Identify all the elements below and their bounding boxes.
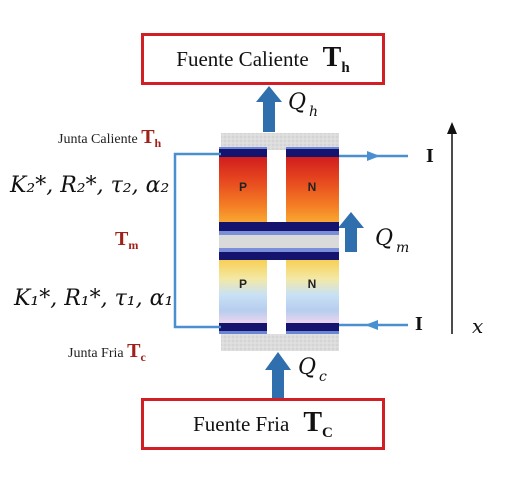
cold-junction-temp: Tc <box>127 340 146 364</box>
heat-flow-middle-arrow <box>338 212 364 252</box>
cold-source-box: Fuente Fria TC <box>141 398 385 450</box>
hot-junction-temp: Th <box>141 126 162 150</box>
cold-source-symbol: TC <box>303 406 333 441</box>
x-axis-arrow <box>447 122 457 334</box>
heat-flow-hot-arrow <box>256 86 282 132</box>
upper-n-label: N <box>307 180 317 194</box>
current-in-label: I <box>415 313 423 335</box>
heat-flow-cold-arrow <box>265 352 291 398</box>
lower-n-leg <box>286 260 339 323</box>
upper-n-leg <box>286 157 339 222</box>
upper-p-leg <box>219 157 267 222</box>
current-out-label: I <box>426 145 434 167</box>
hot-source-box: Fuente Caliente Th <box>141 33 385 85</box>
current-in-wire <box>339 320 408 330</box>
left-wire <box>173 152 221 329</box>
cold-junction-label: Junta Fria Tc <box>68 340 146 364</box>
x-axis-label: x <box>472 314 484 338</box>
lower-stage-params: K₁*, R₁*, τ₁, α₁ <box>14 286 174 311</box>
upper-stage-params: K₂*, R₂*, τ₂, α₂ <box>10 173 170 198</box>
upper-p-label: P <box>238 180 247 194</box>
top-ceramic-plate <box>221 133 339 150</box>
middle-connector-bottom <box>219 252 339 260</box>
lower-p-label: P <box>238 277 247 291</box>
current-out-wire <box>339 151 408 161</box>
hot-source-symbol: Th <box>322 41 350 76</box>
bottom-ceramic-plate <box>221 334 339 351</box>
middle-connector-top <box>219 222 339 231</box>
lower-p-leg <box>219 260 267 323</box>
lower-n-label: N <box>307 277 317 291</box>
hot-junction-label: Junta Caliente Th <box>58 126 162 150</box>
hot-source-label: Fuente Caliente <box>176 46 309 71</box>
middle-temperature: Tm <box>115 228 139 252</box>
cold-source-label: Fuente Fria <box>193 411 290 436</box>
